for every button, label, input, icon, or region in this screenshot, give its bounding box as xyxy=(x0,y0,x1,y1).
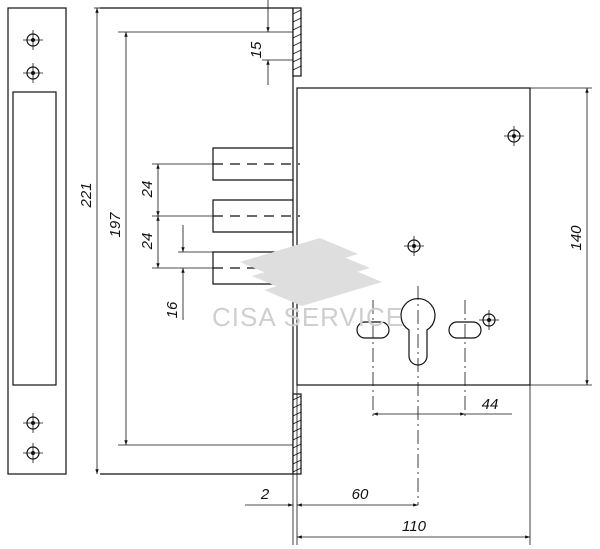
screw-icon xyxy=(504,126,524,146)
screw-icon xyxy=(479,310,499,330)
watermark: CISA SERVICE xyxy=(212,238,404,332)
dim-24-upper: 24 xyxy=(139,181,156,199)
extension-lines xyxy=(94,7,592,545)
slot-right xyxy=(448,300,482,420)
strike-plate xyxy=(7,7,67,475)
dim-15: 15 xyxy=(248,41,265,58)
slot-left xyxy=(356,300,390,420)
faceplate xyxy=(100,7,302,475)
dim-140: 140 xyxy=(568,225,585,251)
dim-2: 2 xyxy=(260,486,270,503)
screw-icon xyxy=(23,63,43,83)
screw-icon xyxy=(404,236,424,256)
screw-icon xyxy=(23,443,43,463)
dim-110: 110 xyxy=(402,518,427,535)
dim-24-lower: 24 xyxy=(139,233,156,251)
dimension-lines xyxy=(95,0,589,539)
dim-221: 221 xyxy=(78,182,95,208)
lock-case xyxy=(296,87,531,386)
dim-197: 197 xyxy=(107,212,124,238)
watermark-text: CISA SERVICE xyxy=(212,302,404,332)
watermark-logo-icon xyxy=(240,238,382,306)
keyhole-icon xyxy=(400,286,436,505)
dim-44: 44 xyxy=(482,396,499,413)
dim-16: 16 xyxy=(164,301,181,318)
screw-icon xyxy=(23,30,43,50)
dim-60: 60 xyxy=(352,486,369,503)
screw-icon xyxy=(23,413,43,433)
